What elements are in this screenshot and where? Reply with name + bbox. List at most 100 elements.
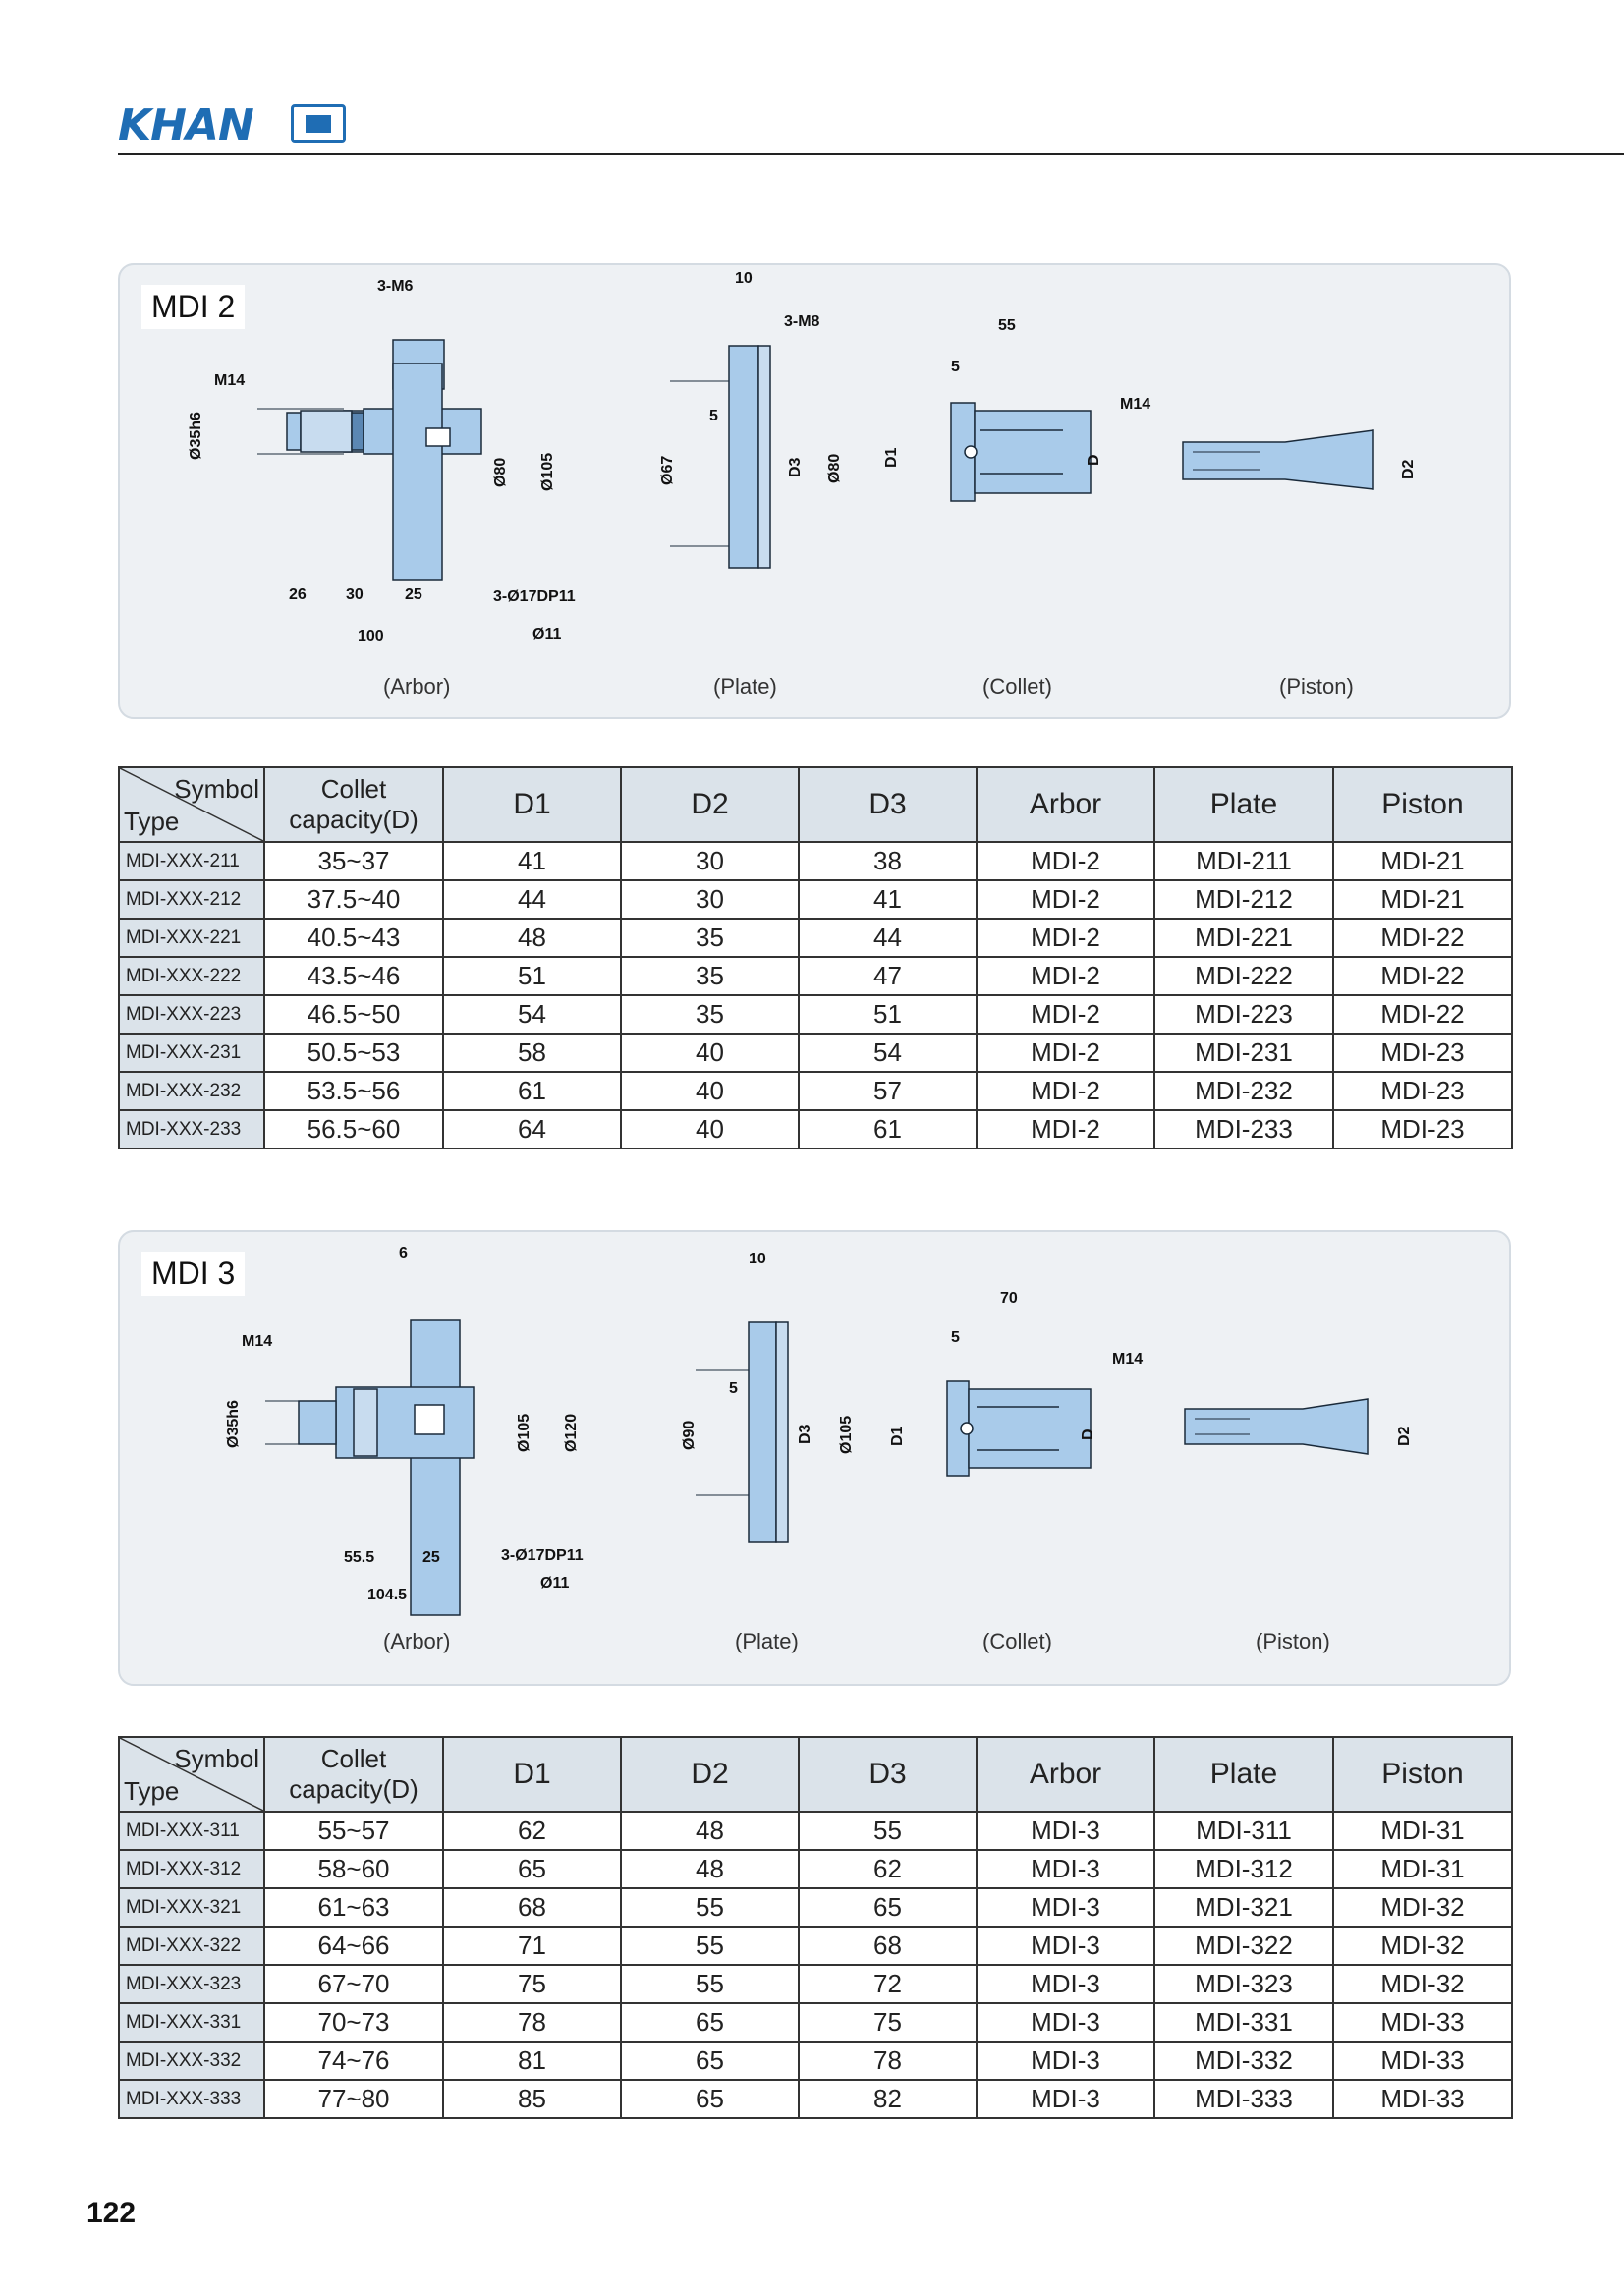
mdi3-header-d1: D1 <box>442 1736 622 1813</box>
mdi2-collet-dim-d1: D1 <box>883 447 900 468</box>
mdi2-arbor-dim-25: 25 <box>405 587 422 603</box>
table-cell: 78 <box>798 2041 978 2081</box>
table-cell: 44 <box>798 918 978 958</box>
table-cell: 44 <box>442 879 622 920</box>
type-cell: MDI-XXX-333 <box>118 2079 265 2119</box>
mdi3-piston-dim-m14: M14 <box>1112 1351 1143 1368</box>
mdi3-piston-dim-d2: D2 <box>1396 1426 1413 1446</box>
table-cell: MDI-2 <box>976 841 1155 881</box>
mdi3-plate-dim-10: 10 <box>749 1251 766 1267</box>
table-cell: MDI-3 <box>976 1926 1155 1966</box>
table-cell: 30 <box>620 879 800 920</box>
mdi2-plate-dim-80: Ø80 <box>826 454 843 483</box>
table-cell: MDI-3 <box>976 2041 1155 2081</box>
mdi2-arbor-dim-3m6: 3-M6 <box>377 278 414 295</box>
table-cell: 35 <box>620 994 800 1035</box>
mdi2-caption-plate: (Plate) <box>713 674 777 699</box>
mdi3-header-capacity: Collet capacity(D) <box>263 1736 444 1813</box>
table-cell: 40 <box>620 1033 800 1073</box>
table-cell: MDI-332 <box>1153 2041 1334 2081</box>
mdi2-arbor-dim-80: Ø80 <box>492 458 509 487</box>
table-cell: 46.5~50 <box>263 994 444 1035</box>
type-cell: MDI-XXX-321 <box>118 1887 265 1928</box>
table-cell: MDI-22 <box>1332 994 1513 1035</box>
mdi3-collet-dim-70: 70 <box>1000 1290 1018 1307</box>
table-cell: MDI-322 <box>1153 1926 1334 1966</box>
table-cell: MDI-232 <box>1153 1071 1334 1111</box>
mdi2-type-label: Type <box>124 807 180 836</box>
table-cell: 37.5~40 <box>263 879 444 920</box>
mdi2-collet-dim-55: 55 <box>998 317 1016 334</box>
table-cell: 30 <box>620 841 800 881</box>
table-cell: 72 <box>798 1964 978 2004</box>
table-cell: 51 <box>442 956 622 996</box>
mdi2-plate-drawing <box>670 345 771 569</box>
mdi3-collet-dim-5: 5 <box>951 1329 960 1346</box>
mdi2-plate-dim-d3: D3 <box>787 457 804 477</box>
table-cell: 54 <box>442 994 622 1035</box>
table-cell: MDI-2 <box>976 1071 1155 1111</box>
table-cell: 68 <box>442 1887 622 1928</box>
table-cell: 40 <box>620 1109 800 1149</box>
table-cell: 50.5~53 <box>263 1033 444 1073</box>
mdi3-header-piston: Piston <box>1332 1736 1513 1813</box>
type-cell: MDI-XXX-322 <box>118 1926 265 1966</box>
table-cell: MDI-23 <box>1332 1109 1513 1149</box>
type-cell: MDI-XXX-331 <box>118 2002 265 2043</box>
mdi3-spec-table: Symbol Type Collet capacity(D) D1 D2 D3 … <box>118 1736 1513 2119</box>
table-cell: MDI-21 <box>1332 841 1513 881</box>
type-cell: MDI-XXX-311 <box>118 1811 265 1851</box>
table-cell: MDI-3 <box>976 1849 1155 1889</box>
type-cell: MDI-XXX-231 <box>118 1033 265 1073</box>
table-cell: MDI-3 <box>976 2002 1155 2043</box>
mdi2-symbol-label: Symbol <box>174 774 259 804</box>
table-cell: MDI-231 <box>1153 1033 1334 1073</box>
mdi2-plate-dim-67: Ø67 <box>659 456 676 485</box>
mdi3-header-plate: Plate <box>1153 1736 1334 1813</box>
table-cell: MDI-223 <box>1153 994 1334 1035</box>
table-cell: 61 <box>442 1071 622 1111</box>
type-cell: MDI-XXX-232 <box>118 1071 265 1111</box>
table-cell: 55~57 <box>263 1811 444 1851</box>
table-cell: MDI-312 <box>1153 1849 1334 1889</box>
type-cell: MDI-XXX-221 <box>118 918 265 958</box>
mdi3-type-label: Type <box>124 1776 180 1806</box>
table-cell: 47 <box>798 956 978 996</box>
table-cell: MDI-2 <box>976 1109 1155 1149</box>
table-cell: 82 <box>798 2079 978 2119</box>
mdi3-title: MDI 3 <box>141 1252 246 1296</box>
mdi3-plate-drawing <box>696 1321 789 1543</box>
table-cell: 41 <box>798 879 978 920</box>
mdi3-symbol-label: Symbol <box>174 1744 259 1773</box>
table-cell: MDI-2 <box>976 994 1155 1035</box>
table-cell: 85 <box>442 2079 622 2119</box>
mdi2-arbor-dim-35h6: Ø35h6 <box>188 412 204 460</box>
mdi2-arbor-dim-100: 100 <box>358 628 384 644</box>
table-cell: 62 <box>442 1811 622 1851</box>
mdi3-header-d3: D3 <box>798 1736 978 1813</box>
mdi2-header-d1: D1 <box>442 766 622 843</box>
table-cell: MDI-2 <box>976 956 1155 996</box>
table-cell: MDI-221 <box>1153 918 1334 958</box>
table-cell: MDI-23 <box>1332 1033 1513 1073</box>
mdi2-arbor-dim-17dp11: 3-Ø17DP11 <box>493 588 576 605</box>
mdi3-arbor-dim-17dp11: 3-Ø17DP11 <box>501 1547 584 1564</box>
mdi3-arbor-dim-120: Ø120 <box>563 1414 580 1452</box>
brand-emblem-icon <box>291 104 346 143</box>
table-cell: MDI-32 <box>1332 1926 1513 1966</box>
table-cell: 48 <box>442 918 622 958</box>
table-cell: 61 <box>798 1109 978 1149</box>
mdi2-caption-collet: (Collet) <box>982 674 1052 699</box>
mdi2-piston-dim-d2: D2 <box>1400 459 1417 479</box>
type-cell: MDI-XXX-211 <box>118 841 265 881</box>
mdi2-arbor-drawing <box>257 339 482 581</box>
mdi3-arbor-dim-55-5: 55.5 <box>344 1549 374 1566</box>
table-cell: MDI-32 <box>1332 1964 1513 2004</box>
table-cell: 55 <box>620 1926 800 1966</box>
